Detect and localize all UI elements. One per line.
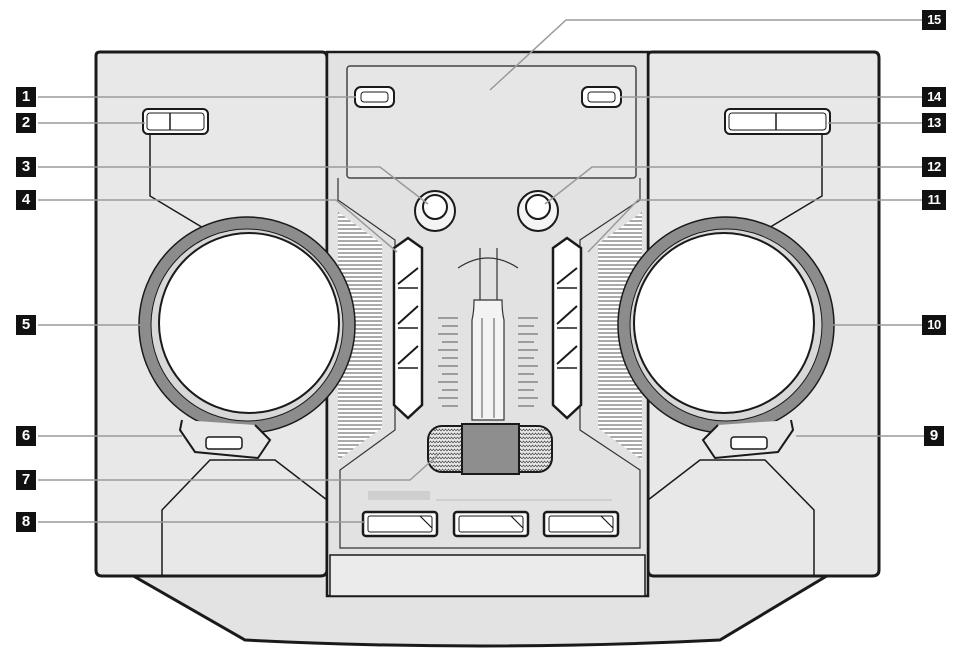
right-speaker-button xyxy=(730,436,768,450)
callout-8: 8 xyxy=(16,512,36,532)
callout-6: 6 xyxy=(16,426,36,446)
base-stand xyxy=(124,572,836,648)
slider-track xyxy=(438,248,538,421)
left-button-column xyxy=(392,236,424,420)
left-cabinet-buttons xyxy=(142,108,209,135)
right-speaker xyxy=(617,216,835,460)
callout-2: 2 xyxy=(16,113,36,133)
callout-9: 9 xyxy=(924,426,944,446)
callout-13: 13 xyxy=(922,113,946,133)
callout-11: 11 xyxy=(922,190,946,210)
callout-3: 3 xyxy=(16,157,36,177)
callout-5: 5 xyxy=(16,315,36,335)
left-speaker-button xyxy=(205,436,243,450)
callout-7: 7 xyxy=(16,470,36,490)
callout-4: 4 xyxy=(16,190,36,210)
right-button-column xyxy=(551,236,583,420)
callout-15: 15 xyxy=(922,10,946,30)
callout-14: 14 xyxy=(922,87,946,107)
bottom-button-row xyxy=(361,510,620,538)
right-cabinet-buttons xyxy=(724,108,831,135)
jog-wheel xyxy=(427,423,553,475)
callout-12: 12 xyxy=(922,157,946,177)
center-unit xyxy=(325,50,650,598)
callout-1: 1 xyxy=(16,87,36,107)
left-grille xyxy=(338,212,382,460)
callout-10: 10 xyxy=(922,315,946,335)
left-speaker xyxy=(138,216,356,460)
display-window xyxy=(346,65,637,179)
leader-lines xyxy=(38,19,924,523)
